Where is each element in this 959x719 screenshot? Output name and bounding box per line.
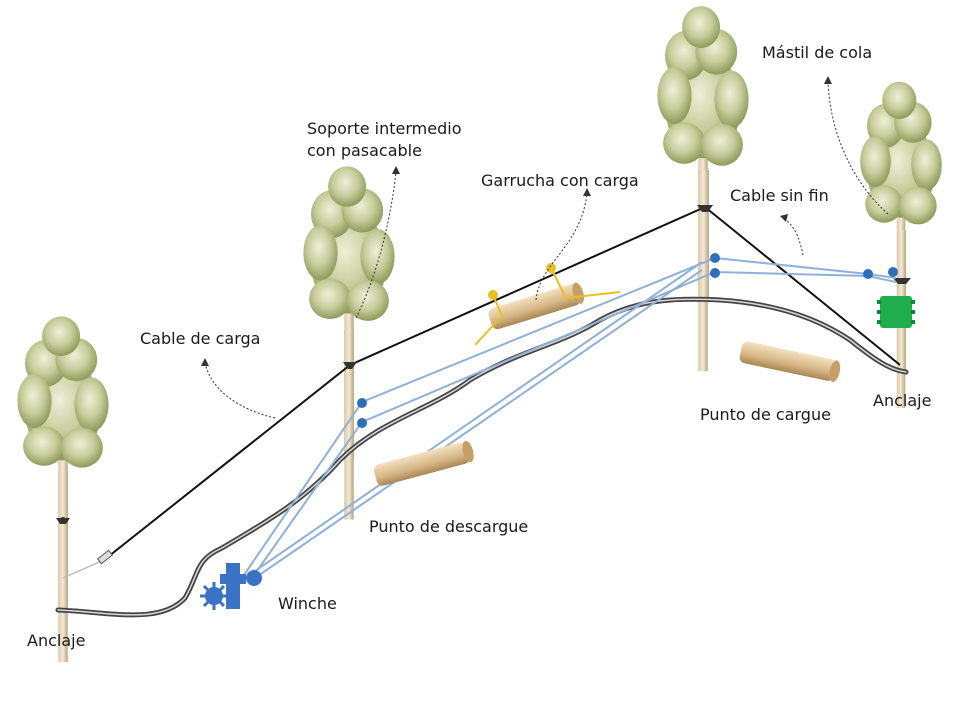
pulley-icon [357,418,367,428]
label-endless-cable: Cable sin fin [730,186,829,205]
label-intermediate-support-line1: Soporte intermedio [307,119,462,138]
pulley-icon [710,268,720,278]
label-anchor-right: Anclaje [873,391,932,410]
label-load-cable: Cable de carga [140,329,261,348]
pulley-icon [863,269,873,279]
label-intermediate-support-line2: con pasacable [307,141,422,160]
log-icon-carried [488,282,585,330]
annotation-arrowheads [201,76,832,366]
log-icon-load [739,341,841,382]
tree-main-mast-icon [657,6,749,372]
label-pulley-with-load: Garrucha con carga [481,171,639,190]
label-unload-point: Punto de descargue [369,517,529,536]
pulley-wheels [357,253,898,428]
pulley-carriage-icon [474,263,621,346]
tail-block-icon [880,296,912,328]
terrain-profile [55,296,909,618]
tree-intermediate-support-icon [303,166,395,520]
winch-gear-icon [200,563,262,610]
label-anchor-left: Anclaje [27,631,86,650]
label-load-point: Punto de cargue [700,405,831,424]
annotation-leaders [204,81,889,419]
load-cable-line [56,205,911,579]
log-icon-unload [373,440,474,486]
cable-tensioner-icon [96,549,114,565]
pulley-icon [357,398,367,408]
pulley-icon [888,267,898,277]
pulley-icon [710,253,720,263]
pasacable-clamp-icon [343,362,357,369]
tree-left-anchor-icon [17,316,109,662]
label-winch: Winche [278,594,337,613]
label-tail-mast: Mástil de cola [762,43,873,62]
